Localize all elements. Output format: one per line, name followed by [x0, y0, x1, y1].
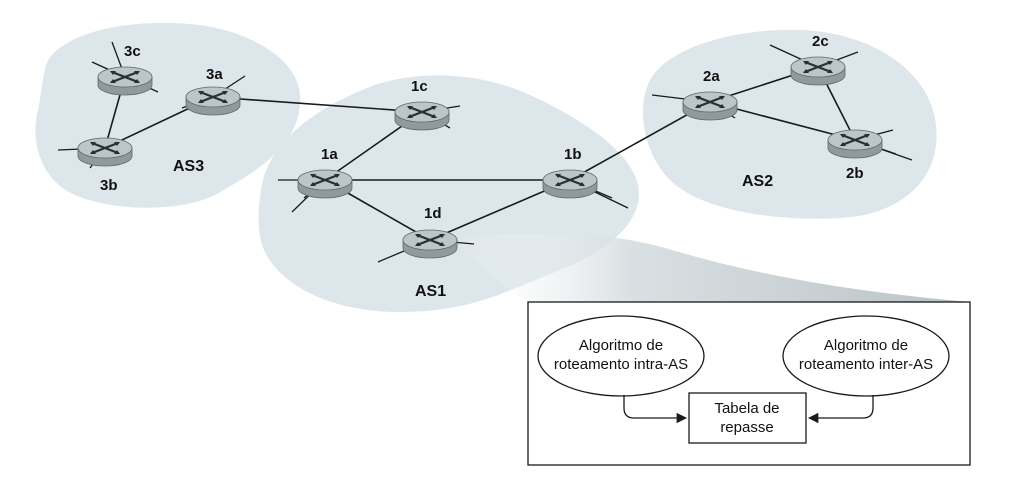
arrow-icon: [807, 395, 874, 424]
router-label-2a: 2a: [703, 68, 720, 85]
as1-label: AS1: [415, 283, 446, 300]
router-icon: [97, 66, 153, 96]
forwarding-table-line2: repasse: [720, 419, 773, 436]
router-label-1c: 1c: [411, 78, 428, 95]
as2-label: AS2: [742, 173, 773, 190]
intra-as-algorithm-node: [537, 315, 705, 397]
router-label-2b: 2b: [846, 165, 864, 182]
inter-as-line1: Algoritmo de: [824, 337, 908, 354]
inter-as-line2: roteamento inter-AS: [799, 356, 933, 373]
router-icon: [790, 56, 846, 86]
router-icon: [297, 169, 353, 199]
as3-label: AS3: [173, 158, 204, 175]
router-icon: [402, 229, 458, 259]
router-icon: [682, 91, 738, 121]
forwarding-table-node: [688, 392, 807, 444]
router-icon: [185, 86, 241, 116]
as2-cloud: [642, 29, 937, 219]
arrow-icon: [623, 395, 688, 424]
routers: [77, 56, 883, 259]
router-icon: [77, 137, 133, 167]
router-label-1b: 1b: [564, 146, 582, 163]
as3-cloud: [35, 22, 301, 208]
zoom-wedge: [450, 233, 970, 302]
router-labels: 3c 3a 3b 1c 1a 1b 1d 2a 2c 2b: [100, 33, 864, 222]
router-label-3c: 3c: [124, 43, 141, 60]
router-label-1a: 1a: [321, 146, 338, 163]
link-3a-1c: [212, 96, 423, 113]
router-icon: [542, 169, 598, 199]
forwarding-table-line1: Tabela de: [714, 400, 779, 417]
router-label-1d: 1d: [424, 205, 442, 222]
inter-as-algorithm-node: [782, 315, 950, 397]
router-icon: [827, 129, 883, 159]
intra-as-line2: roteamento intra-AS: [554, 356, 688, 373]
intra-as-line1: Algoritmo de: [579, 337, 663, 354]
router-icon: [394, 101, 450, 131]
router-label-3b: 3b: [100, 177, 118, 194]
router-label-2c: 2c: [812, 33, 829, 50]
router-label-3a: 3a: [206, 66, 223, 83]
